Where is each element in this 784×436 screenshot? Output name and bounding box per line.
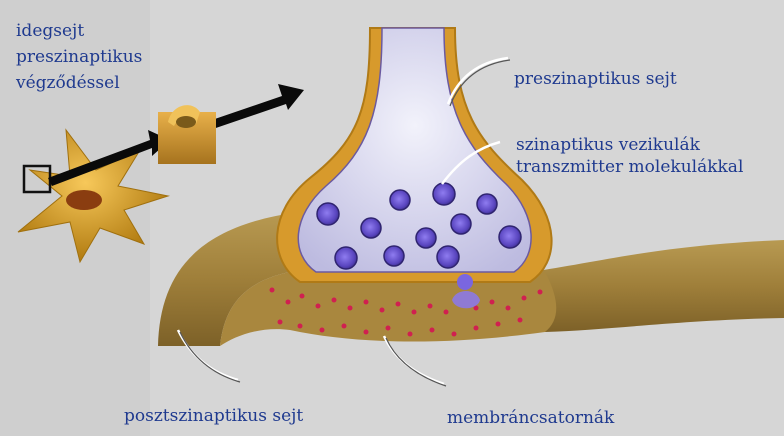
vesicle-label: szinaptikus vezikulák transzmitter molek…	[516, 134, 743, 178]
neuron-label: idegsejt preszinaptikus végződéssel	[16, 18, 142, 96]
neuron-label-line-1: idegsejt	[16, 18, 142, 44]
postsynaptic-cell-label: posztszinaptikus sejt	[124, 405, 303, 427]
presynaptic-cell-label: preszinaptikus sejt	[514, 68, 677, 90]
neuron-label-line-3: végződéssel	[16, 70, 142, 96]
membrane-channels-label: membráncsatornák	[447, 407, 614, 429]
terminal-inset	[158, 105, 216, 164]
vesicle-label-line-1: szinaptikus vezikulák	[516, 134, 743, 156]
vesicle-label-line-2: transzmitter molekulákkal	[516, 156, 743, 178]
neuron-label-line-2: preszinaptikus	[16, 44, 142, 70]
